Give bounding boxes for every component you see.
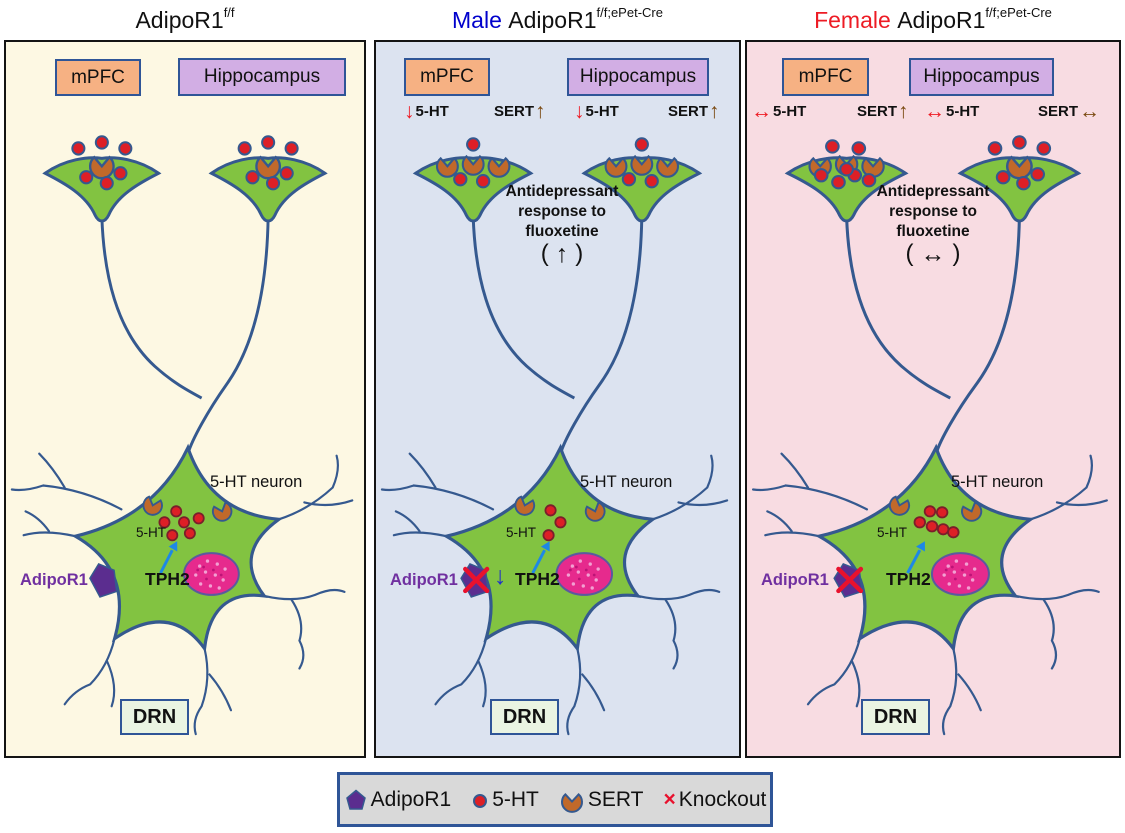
mpfc-serotonin-change: ↔ 5-HT: [751, 98, 806, 124]
sex-label-female: Female: [814, 6, 898, 33]
legend-item-adipor1: AdipoR1: [344, 787, 452, 812]
down-arrow-icon: ↓: [574, 99, 585, 123]
legend-label: SERT: [587, 787, 644, 811]
mpfc-sert-change: SERT ↑: [857, 98, 909, 124]
adipor1-label: AdipoR1: [761, 571, 829, 589]
adipor1-pentagon-icon: [345, 789, 366, 810]
tph2-label: TPH2: [145, 569, 190, 589]
serotonin-label: 5-HT: [585, 102, 619, 120]
mpfc-terminal: [43, 135, 161, 223]
response-direction: ( ↔ ): [905, 240, 961, 268]
mpfc-serotonin-change: ↓ 5-HT: [404, 98, 449, 124]
response-line1: Antidepressant: [505, 183, 619, 200]
soma-serotonin-label: 5-HT: [506, 525, 536, 540]
mpfc-box: mPFC: [55, 59, 141, 96]
drn-box: DRN: [490, 699, 559, 735]
genotype-superscript: f/f;ePet-Cre: [985, 5, 1052, 20]
legend-item-sert: SERT: [559, 787, 644, 813]
drn-box: DRN: [120, 699, 189, 735]
mpfc-box: mPFC: [404, 58, 490, 96]
serotonin-label: 5-HT: [415, 102, 449, 120]
axons: [471, 216, 644, 455]
legend-label: AdipoR1: [370, 787, 452, 811]
hippocampus-box: Hippocampus: [909, 58, 1054, 96]
panel1-illustration: [6, 135, 364, 756]
soma-serotonin-label: 5-HT: [877, 525, 907, 540]
antidepressant-response-note: Antidepressant response to fluoxetine ( …: [847, 182, 1019, 268]
down-arrow-icon: ↓: [404, 99, 415, 123]
sex-label-male: Male: [452, 6, 509, 33]
left-right-arrow-icon: ↔: [924, 99, 945, 123]
adipor1-label: AdipoR1: [20, 571, 88, 589]
serotonin-label: 5-HT: [946, 102, 980, 120]
knockout-cross-icon: ×: [663, 787, 676, 811]
hippocampus-box: Hippocampus: [178, 58, 346, 96]
axons: [100, 216, 270, 455]
serotonin-label: 5-HT: [773, 102, 807, 120]
left-right-arrow-icon: ↔: [920, 240, 946, 268]
panel-male-knockout: mPFC Hippocampus DRN ↓ 5-HT SERT ↑ ↓ 5-H…: [374, 40, 741, 758]
neuron-label: 5-HT neuron: [951, 473, 1044, 491]
genotype-superscript: f/f;ePet-Cre: [596, 5, 663, 20]
legend-label: 5-HT: [492, 787, 539, 811]
tph2-down-arrow-icon: ↓: [494, 562, 507, 590]
serotonin-neuron-soma: [753, 448, 1107, 734]
panel3-illustration: [747, 135, 1119, 756]
up-arrow-icon: ↑: [709, 99, 720, 123]
response-direction: ( ↑ ): [540, 240, 584, 268]
drn-box: DRN: [861, 699, 930, 735]
hippocampus-serotonin-change: ↓ 5-HT: [574, 98, 619, 124]
hippocampus-box: Hippocampus: [567, 58, 709, 96]
up-arrow-icon: ↑: [898, 99, 909, 123]
axons: [845, 216, 1021, 455]
serotonin-neuron-soma: [382, 448, 727, 734]
left-right-arrow-icon: ↔: [751, 99, 772, 123]
figure-legend: AdipoR1 5-HT SERT × Knockout: [337, 772, 773, 827]
panel-control: mPFC Hippocampus DRN 5-HT neuron 5-HT TP…: [4, 40, 366, 758]
neuron-label: 5-HT neuron: [580, 473, 673, 491]
hippocampus-terminal: [209, 135, 327, 223]
antidepressant-response-note: Antidepressant response to fluoxetine ( …: [476, 182, 648, 268]
panel-female-knockout: mPFC Hippocampus DRN ↔ 5-HT SERT ↑ ↔ 5-H…: [745, 40, 1121, 758]
mpfc-sert-change: SERT ↑: [494, 98, 546, 124]
serotonin-dot-icon: [473, 793, 488, 808]
genotype-name: AdipoR1: [897, 6, 986, 33]
sert-label: SERT: [857, 102, 898, 120]
genotype-name: AdipoR1: [135, 6, 224, 33]
hippocampus-sert-change: SERT ↔: [1038, 98, 1100, 124]
soma-serotonin-label: 5-HT: [136, 525, 166, 540]
response-line3: fluoxetine: [896, 223, 970, 240]
genotype-name: AdipoR1: [508, 6, 597, 33]
up-arrow-icon: ↑: [555, 240, 569, 268]
response-line1: Antidepressant: [876, 183, 990, 200]
response-line2: response to: [889, 203, 977, 220]
tph2-label: TPH2: [515, 569, 560, 589]
genotype-superscript: f/f: [223, 5, 235, 20]
up-arrow-icon: ↑: [535, 99, 546, 123]
sert-label: SERT: [494, 102, 535, 120]
legend-item-knockout: × Knockout: [664, 788, 767, 812]
response-line3: fluoxetine: [525, 223, 599, 240]
neuron-label: 5-HT neuron: [210, 473, 303, 491]
hippocampus-sert-change: SERT ↑: [668, 98, 720, 124]
left-right-arrow-icon: ↔: [1079, 99, 1101, 123]
tph2-label: TPH2: [886, 569, 931, 589]
sert-label: SERT: [668, 102, 709, 120]
sert-claw-icon: [560, 792, 583, 813]
panel2-illustration: [376, 137, 739, 756]
hippocampus-serotonin-change: ↔ 5-HT: [924, 98, 979, 124]
legend-label: Knockout: [678, 787, 767, 811]
response-line2: response to: [518, 203, 606, 220]
sert-label: SERT: [1038, 102, 1079, 120]
adipor1-label: AdipoR1: [390, 571, 458, 589]
mpfc-box: mPFC: [782, 58, 869, 96]
legend-item-serotonin: 5-HT: [471, 788, 539, 812]
